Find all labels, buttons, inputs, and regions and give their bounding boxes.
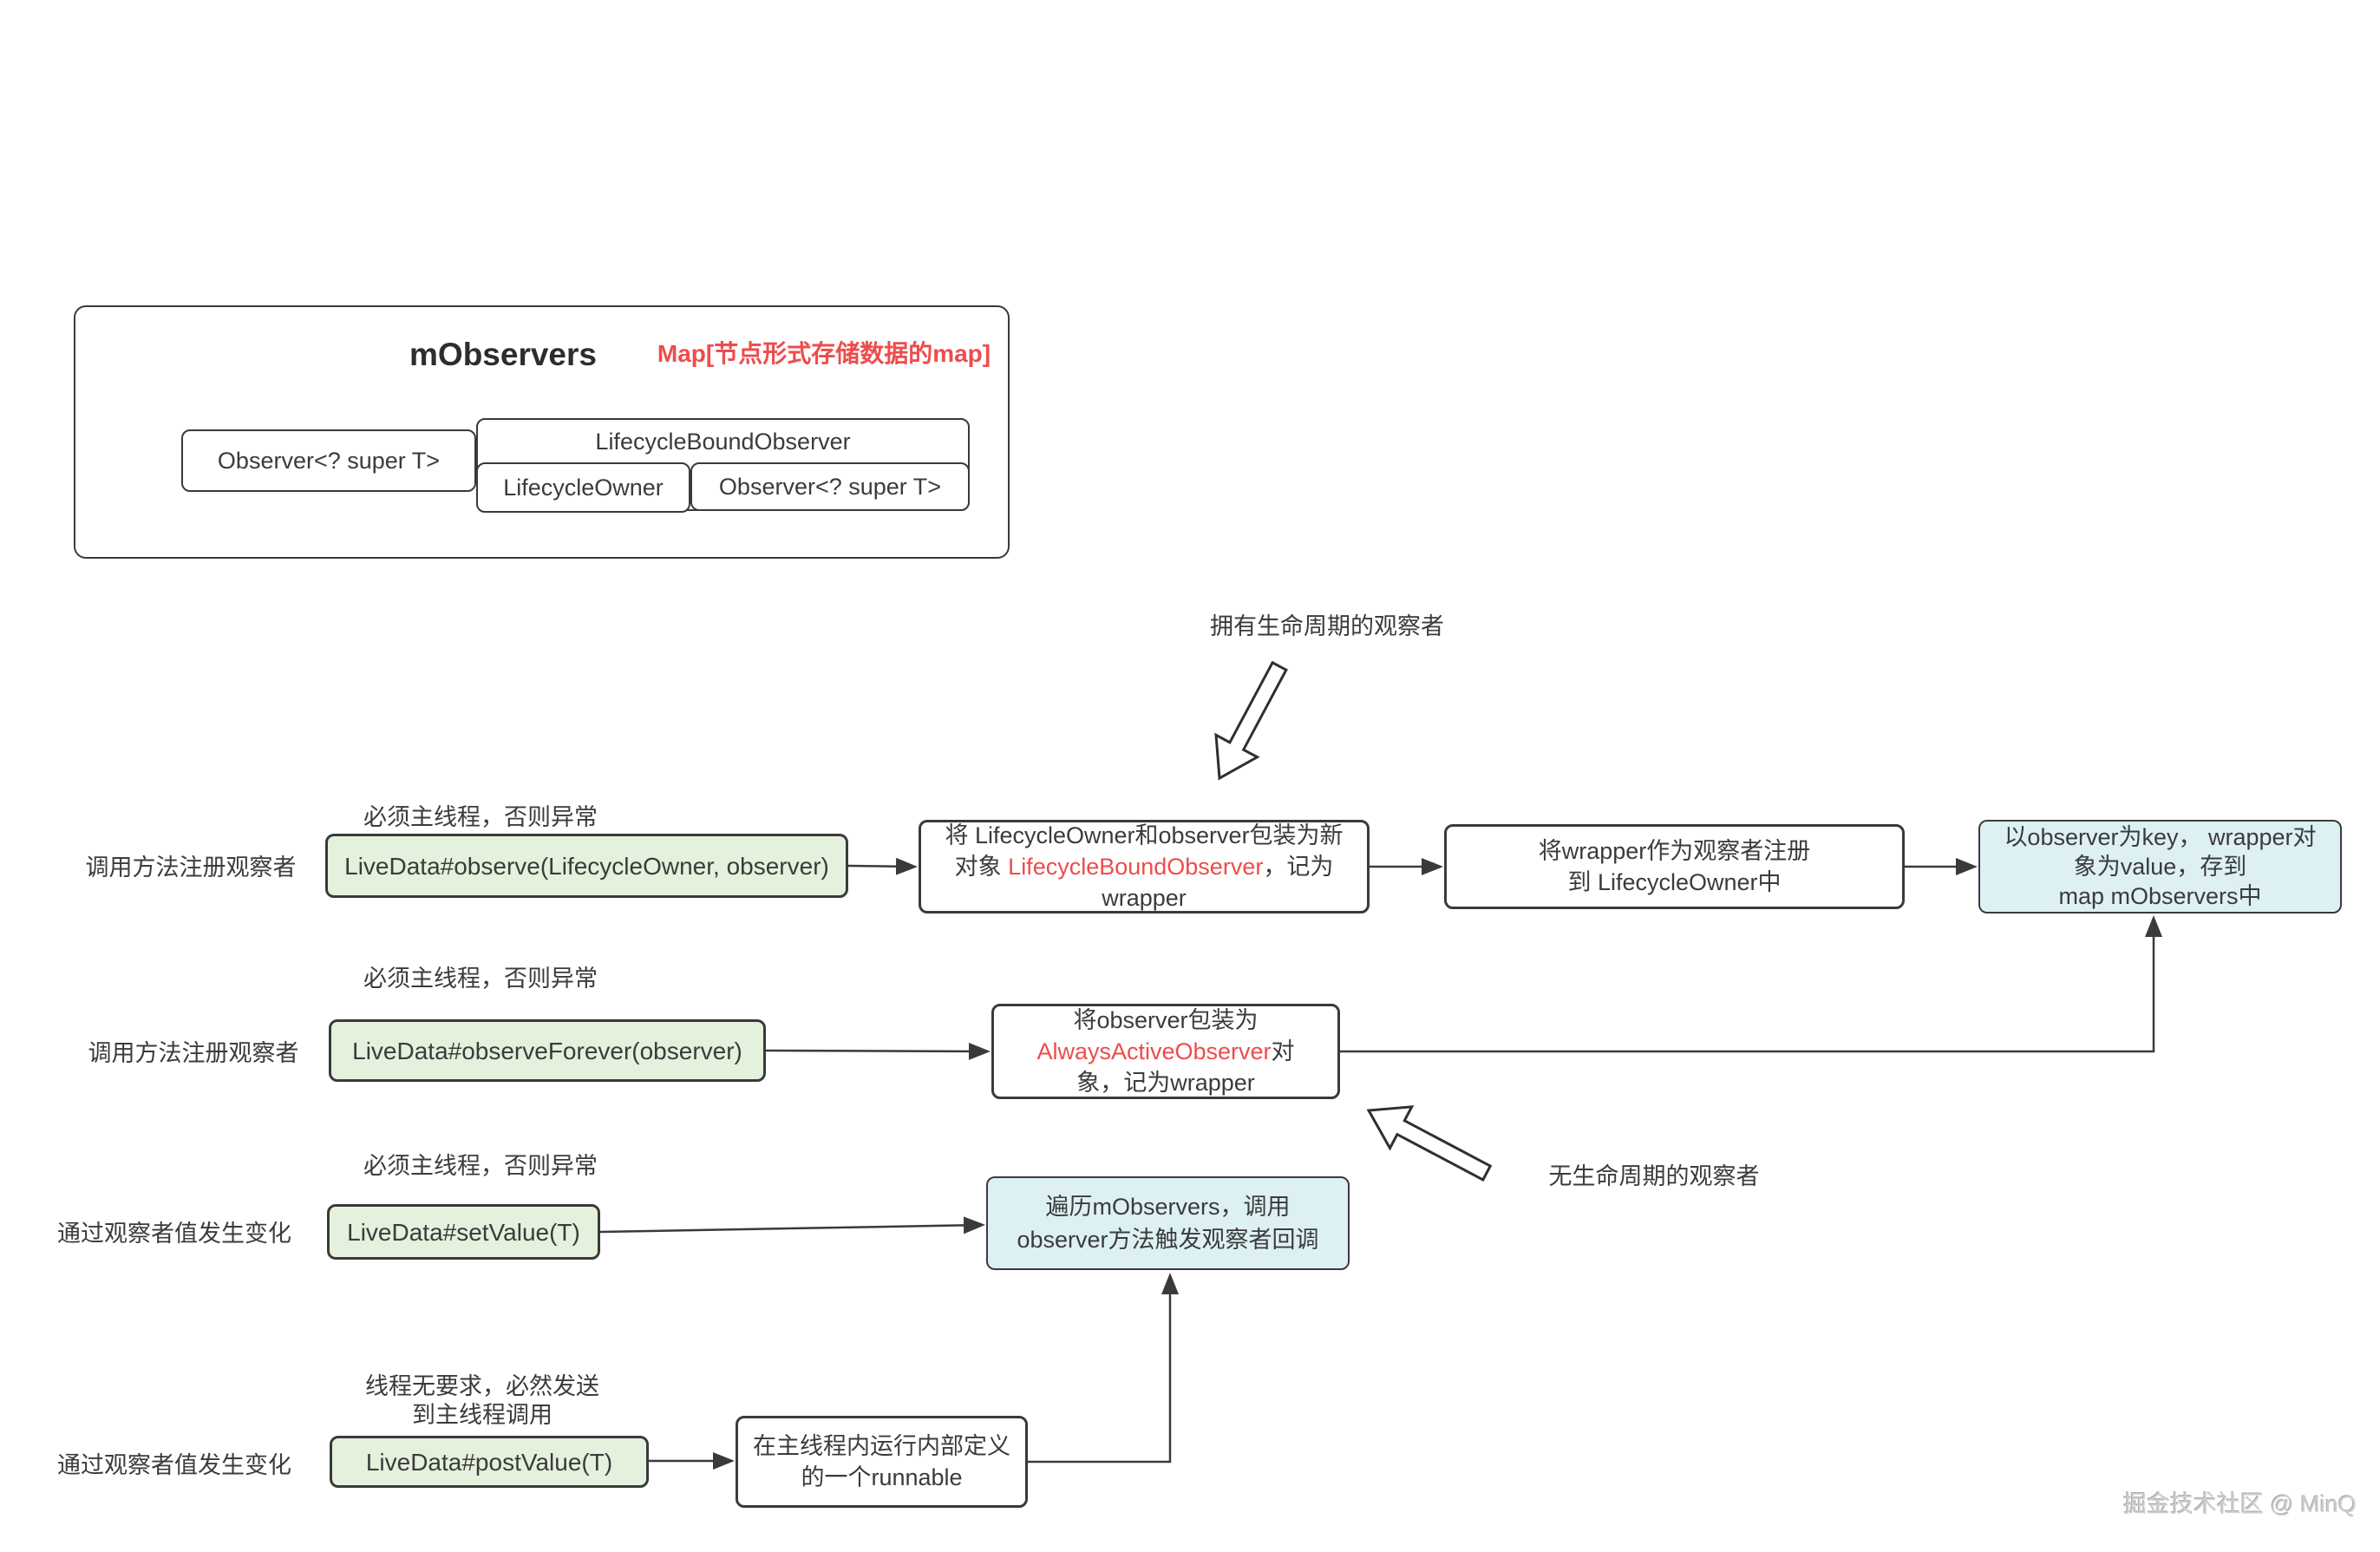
observe-method-label: LiveData#observe(LifecycleOwner, observe… xyxy=(344,852,829,880)
lifecycle-owner-label: LifecycleOwner xyxy=(503,474,664,501)
observer-value-label: Observer<? super T> xyxy=(718,473,942,500)
observe-method-box: LiveData#observe(LifecycleOwner, observe… xyxy=(325,834,848,898)
set-value-method-label: LiveData#setValue(T) xyxy=(347,1218,580,1246)
lifecycle-bound-observer-label: LifecycleBoundObserver xyxy=(595,429,851,455)
store-map-line1: 以observer为key， wrapper对 xyxy=(2004,824,2317,850)
iterate-line2: observer方法触发观察者回调 xyxy=(1017,1227,1319,1253)
observe-forever-method-label: LiveData#observeForever(observer) xyxy=(352,1037,742,1064)
hint-main-thread-row1: 必须主线程，否则异常 xyxy=(363,804,598,830)
hint-main-thread-row2: 必须主线程，否则异常 xyxy=(363,966,598,992)
lifecycle-bound-observer-red: LifecycleBoundObserver xyxy=(1008,854,1264,880)
runnable-line1: 在主线程内运行内部定义 xyxy=(753,1433,1010,1459)
watermark: 掘金技术社区 @ MinQ xyxy=(2123,1491,2357,1517)
lifecycle-owner-box: LifecycleOwner xyxy=(476,462,690,513)
register-wrapper-line2: 到 LifecycleOwner中 xyxy=(1567,869,1782,895)
wrap-always-line2: AlwaysActiveObserver对 xyxy=(1036,1038,1295,1064)
store-map-line3: map mObservers中 xyxy=(2058,883,2262,909)
observer-key-box: Observer<? super T> xyxy=(181,429,476,492)
row4-label: 通过观察者值发生变化 xyxy=(57,1452,291,1478)
observer-value-box: Observer<? super T> xyxy=(690,462,970,511)
wrap-lifecycle-box: 将 LifecycleOwner和observer包装为新 对象 Lifecyc… xyxy=(919,820,1370,914)
observer-key-label: Observer<? super T> xyxy=(217,447,441,474)
row3-label: 通过观察者值发生变化 xyxy=(57,1221,291,1247)
row2-label: 调用方法注册观察者 xyxy=(88,1040,299,1066)
wrap-always-line1: 将observer包装为 xyxy=(1073,1007,1259,1033)
store-map-box: 以observer为key， wrapper对 象为value，存到 map m… xyxy=(1978,820,2342,914)
hint-main-thread-row3: 必须主线程，否则异常 xyxy=(363,1153,598,1179)
set-value-method-box: LiveData#setValue(T) xyxy=(327,1204,600,1260)
wrap-lifecycle-line2: 对象 LifecycleBoundObserver，记为 xyxy=(954,854,1334,880)
note-without-lifecycle: 无生命周期的观察者 xyxy=(1548,1163,1760,1189)
hint-post-thread: 线程无要求，必然发送 到主线程调用 xyxy=(365,1373,599,1428)
store-map-line2: 象为value，存到 xyxy=(2073,854,2247,880)
note-with-lifecycle: 拥有生命周期的观察者 xyxy=(1210,613,1444,639)
post-value-method-label: LiveData#postValue(T) xyxy=(365,1448,613,1476)
arrow-always-to-store xyxy=(1340,915,2162,1053)
hollow-arrow-without-lifecycle xyxy=(1366,1105,1493,1182)
register-wrapper-line1: 将wrapper作为观察者注册 xyxy=(1538,838,1811,864)
wrap-lifecycle-line3: wrapper xyxy=(1102,885,1187,911)
iterate-observers-box: 遍历mObservers，调用 observer方法触发观察者回调 xyxy=(986,1176,1350,1270)
register-wrapper-box: 将wrapper作为观察者注册 到 LifecycleOwner中 xyxy=(1444,824,1905,909)
post-value-method-box: LiveData#postValue(T) xyxy=(330,1436,649,1488)
runnable-box: 在主线程内运行内部定义 的一个runnable xyxy=(736,1416,1028,1508)
hollow-arrow-with-lifecycle xyxy=(1214,660,1288,781)
wrap-always-box: 将observer包装为 AlwaysActiveObserver对 象，记为w… xyxy=(991,1004,1340,1099)
map-annotation: Map[节点形式存储数据的map] xyxy=(657,340,991,367)
wrap-always-line3: 象，记为wrapper xyxy=(1076,1070,1255,1096)
runnable-line2: 的一个runnable xyxy=(801,1464,963,1490)
arrow-setvalue-to-iterate xyxy=(599,1216,985,1234)
always-active-observer-red: AlwaysActiveObserver xyxy=(1036,1038,1272,1064)
iterate-line1: 遍历mObservers，调用 xyxy=(1045,1194,1291,1220)
arrow-runnable-to-iterate xyxy=(1028,1273,1179,1464)
mobservers-title: mObservers xyxy=(409,337,597,372)
observe-forever-method-box: LiveData#observeForever(observer) xyxy=(329,1019,766,1082)
row1-label: 调用方法注册观察者 xyxy=(85,855,297,881)
wrap-lifecycle-line1: 将 LifecycleOwner和observer包装为新 xyxy=(945,822,1344,848)
arrow-observe-to-wrap xyxy=(847,857,918,875)
